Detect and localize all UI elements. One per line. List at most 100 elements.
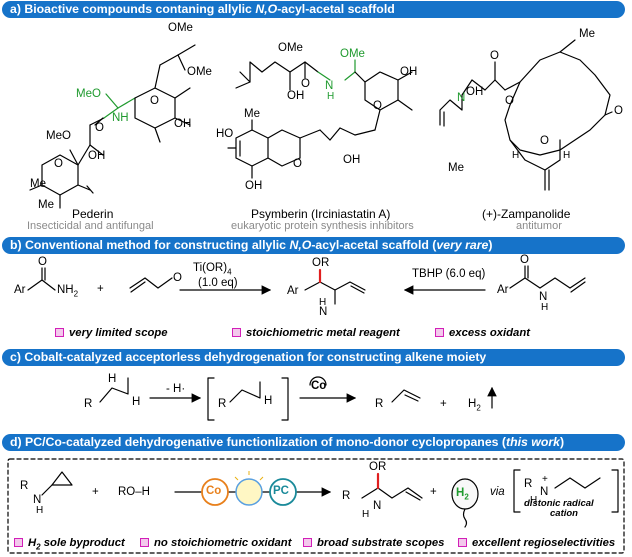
panel-d-banner: d) PC/Co-catalyzed dehydrogenative funct… xyxy=(2,434,625,451)
d-advantage-4: excellent regioselectivities xyxy=(458,537,615,549)
psymberin-structure xyxy=(227,59,413,179)
zampanolide-ketone-o: O xyxy=(614,105,623,117)
d-product-or: OR xyxy=(369,461,387,473)
bullet-icon xyxy=(458,538,467,547)
b-drawback-3: excess oxidant xyxy=(435,327,530,339)
d-int-label-1: distonic radical xyxy=(524,498,594,509)
b-reagent-ti: Ti(OR)4 xyxy=(193,262,232,277)
b-sm-h: H xyxy=(541,302,549,313)
b-product-h: H xyxy=(319,297,327,308)
c-product-r: R xyxy=(375,398,384,410)
b-plus: + xyxy=(97,283,104,295)
d-plus-1: + xyxy=(92,486,99,498)
c-arrow-label: - H· xyxy=(166,383,186,395)
d-pc-label: PC xyxy=(273,485,289,497)
psymberin-nh-h: H xyxy=(327,91,335,102)
zampanolide-oh: OH xyxy=(466,86,484,98)
bullet-icon xyxy=(232,328,241,337)
psymberin-me: Me xyxy=(244,108,260,120)
d-sm-h: H xyxy=(36,505,44,516)
bullet-icon xyxy=(14,538,23,547)
panel-c-banner: c) Cobalt-catalyzed acceptorless dehydro… xyxy=(2,349,625,366)
b-nh2: NH2 xyxy=(57,284,79,299)
psymberin-ring-o: O xyxy=(373,100,382,112)
psymberin-activity: eukaryotic protein synthesis inhibitors xyxy=(231,220,414,232)
d-int-n: N xyxy=(540,486,549,498)
pederin-oh-2: OH xyxy=(88,150,106,162)
panel-b-scheme xyxy=(27,265,586,305)
b-sm-ar: Ar xyxy=(497,284,509,296)
pederin-meo-left: MeO xyxy=(46,130,71,142)
pederin-ome-side: OMe xyxy=(187,66,212,78)
pederin-me-1: Me xyxy=(30,178,46,190)
panel-c-scheme xyxy=(99,376,497,421)
d-int-nplus: + xyxy=(542,474,548,485)
pederin-oh: OH xyxy=(174,118,192,130)
bullet-icon xyxy=(435,328,444,337)
pederin-carbonyl-o: O xyxy=(95,122,104,134)
psymberin-name: Psymberin (Irciniastatin A) xyxy=(251,207,391,221)
pederin-activity: Insecticidal and antifungal xyxy=(27,220,154,232)
b-sm-o: O xyxy=(520,254,529,266)
c-h-1: H xyxy=(108,373,117,385)
b-product-ar: Ar xyxy=(287,285,299,297)
panel-a-banner: a) Bioactive compounds contaning allylic… xyxy=(2,1,625,18)
d-h2-balloon: H2 xyxy=(456,487,469,502)
pederin-name: Pederin xyxy=(72,207,114,221)
zampanolide-ring-o: O xyxy=(540,135,549,147)
panel-d-scheme xyxy=(7,458,625,554)
b-sm-n: N xyxy=(539,291,548,303)
catalyst-badge xyxy=(201,478,297,506)
bullet-icon xyxy=(55,328,64,337)
zampanolide-h-1: H xyxy=(512,150,520,161)
panel-b-banner: b) Conventional method for constructing … xyxy=(2,237,625,254)
c-plus: + xyxy=(440,398,447,410)
d-product-n: N xyxy=(373,500,382,512)
d-advantage-2: no stoichiometric oxidant xyxy=(140,537,291,549)
lightbulb-icon xyxy=(234,471,264,481)
zampanolide-me: Me xyxy=(579,28,595,40)
zampanolide-ester-o: O xyxy=(505,95,514,107)
bullet-icon xyxy=(303,538,312,547)
pederin-nh: NH xyxy=(112,112,129,124)
zampanolide-n: N xyxy=(457,92,466,104)
d-product-h: H xyxy=(362,509,370,520)
pederin-structure xyxy=(29,44,196,209)
c-r: R xyxy=(84,398,93,410)
psymberin-ome-1: OMe xyxy=(278,42,303,54)
c-h-2: H xyxy=(132,396,141,408)
pederin-ome-top: OMe xyxy=(168,22,193,34)
b-reagent-ti-eq: (1.0 eq) xyxy=(198,277,238,289)
pederin-left-o: O xyxy=(54,158,63,170)
c-h2: H2 xyxy=(468,398,481,413)
c-int-r: R xyxy=(218,398,227,410)
b-o-1: O xyxy=(38,256,47,268)
d-advantage-1: H2 sole byproduct xyxy=(14,537,125,551)
zampanolide-carbonyl-o: O xyxy=(490,50,499,62)
zampanolide-activity: antitumor xyxy=(516,220,562,232)
d-co-label: Co xyxy=(206,485,222,497)
d-int-h: H xyxy=(530,495,538,506)
psymberin-oh-1: OH xyxy=(287,90,305,102)
pederin-ring-o: O xyxy=(150,95,159,107)
d-advantage-3: broad substrate scopes xyxy=(303,537,444,549)
b-o-2: O xyxy=(173,272,182,284)
d-int-r: R xyxy=(524,478,533,490)
psymberin-carbonyl-o: O xyxy=(301,78,310,90)
b-product-or: OR xyxy=(312,257,330,269)
c-int-h: H xyxy=(264,395,273,407)
d-roh: RO–H xyxy=(118,486,150,498)
psymberin-oh-3: OH xyxy=(343,154,361,166)
psymberin-ome-2: OMe xyxy=(340,48,365,60)
d-plus-2: + xyxy=(430,486,437,498)
psymberin-oh-2: OH xyxy=(400,66,418,78)
zampanolide-name: (+)-Zampanolide xyxy=(482,207,571,221)
b-product-n: N xyxy=(319,306,328,318)
psymberin-oh-4: OH xyxy=(245,180,263,192)
psymberin-ring-o-2: O xyxy=(293,158,302,170)
d-sm-r: R xyxy=(20,480,29,492)
b-drawback-1: very limited scope xyxy=(55,327,168,339)
d-int-label-2: cation xyxy=(550,508,578,519)
b-drawback-2: stoichiometric metal reagent xyxy=(232,327,400,339)
